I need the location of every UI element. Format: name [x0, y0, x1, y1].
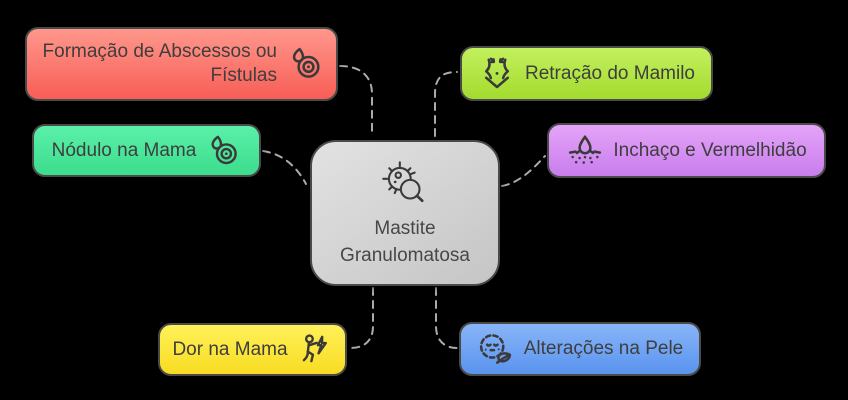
connector-nodulo [262, 150, 307, 185]
node-label: Inchaço e Vermelhidão [613, 139, 807, 161]
node-abscessos-fistulas[interactable]: Formação de Abscessos ou Fístulas [25, 27, 338, 101]
node-label: Retração do Mamilo [524, 62, 696, 84]
node-mastite-granulomatosa[interactable]: Mastite Granulomatosa [310, 140, 500, 286]
breast-icon [205, 133, 241, 169]
connector-retracao [434, 71, 458, 137]
node-label: Nódulo na Mama [51, 139, 197, 161]
node-nodulo-mama[interactable]: Nódulo na Mama [32, 124, 261, 177]
node-retracao-mamilo[interactable]: Retração do Mamilo [460, 46, 713, 101]
bacteria-magnifier-icon [376, 157, 434, 211]
node-dor-mama[interactable]: Dor na Mama [158, 323, 347, 376]
connector-alteracoes [435, 287, 458, 349]
node-inchaco-vermelhidao[interactable]: Inchaço e Vermelhidão [547, 123, 826, 178]
droplet-skin-icon [566, 132, 604, 170]
connector-abscessos [339, 65, 373, 137]
node-label: Alterações na Pele [523, 338, 684, 359]
center-node-label: Mastite Granulomatosa [340, 218, 470, 266]
node-label: Formação de Abscessos ou Fístulas [42, 41, 277, 86]
torso-arrows-icon [478, 55, 516, 93]
connector-inchaco [501, 155, 546, 187]
breast-icon [286, 45, 324, 83]
connector-dor [349, 287, 374, 349]
node-alteracoes-pele[interactable]: Alterações na Pele [459, 322, 701, 376]
woman-lightning-icon [297, 332, 333, 368]
node-label: Dor na Mama [172, 338, 288, 360]
face-leaf-icon [477, 330, 515, 368]
